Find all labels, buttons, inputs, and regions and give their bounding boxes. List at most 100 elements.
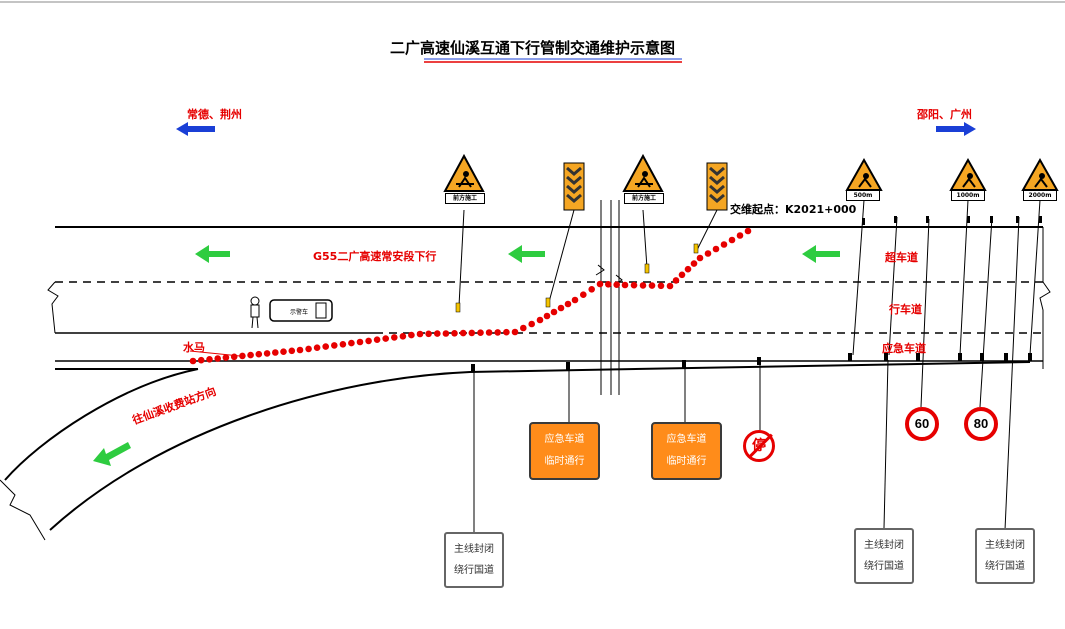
traffic-cone [630, 281, 638, 289]
post-marker [967, 216, 970, 223]
traffic-cone [442, 330, 450, 337]
warning-light [644, 263, 650, 274]
sign-line: 应急车道 [544, 434, 585, 445]
traffic-arrows [93, 245, 840, 466]
traffic-cone [485, 329, 493, 336]
mainline-closure-sign: 主线封闭 绕行国道 [975, 528, 1035, 584]
post-marker [990, 216, 993, 223]
traffic-cone [543, 312, 551, 320]
traffic-cone [222, 354, 230, 361]
left-arrow-icon [195, 245, 230, 263]
no-stopping-sign: 停 [743, 430, 775, 462]
post-marker [1039, 216, 1042, 223]
water-barrier-label: 水马 [183, 341, 205, 354]
speed-limit-sign: 80 [964, 407, 998, 441]
chevron-boards [563, 162, 728, 211]
traffic-cones [189, 227, 752, 365]
traffic-cone [596, 280, 604, 288]
warning-light [545, 297, 551, 308]
direction-left-label: 常德、荆州 [187, 108, 242, 121]
traffic-cone [272, 349, 279, 356]
flagger-person-icon [250, 296, 260, 329]
traffic-cone [365, 337, 372, 345]
traffic-cone [605, 281, 612, 288]
traffic-cone [704, 250, 712, 257]
traffic-cone [348, 339, 355, 347]
pole [920, 218, 930, 408]
worker-figure-icon [642, 171, 648, 177]
emergency-lane-label: 应急车道 [882, 342, 926, 355]
traffic-cone [621, 281, 629, 289]
shovel-icon [962, 177, 976, 188]
shovel-icon [635, 176, 653, 188]
traffic-cone [477, 329, 484, 337]
emergency-lane-temporary-sign: 应急车道 临时通行 [529, 422, 600, 480]
sign-line: 临时通行 [666, 456, 707, 467]
traffic-cone [391, 334, 398, 341]
mainline-closure-sign: 主线封闭 绕行国道 [444, 532, 504, 588]
traffic-cone [696, 254, 704, 262]
car-label: 示警车 [290, 308, 308, 316]
distance-sign: 2000m [1023, 190, 1057, 201]
traffic-cone [511, 328, 519, 336]
traffic-cone [214, 355, 221, 362]
left-arrow-icon [508, 245, 545, 263]
sign-line: 主线封闭 [864, 540, 904, 551]
chevron-down-icon [566, 166, 582, 203]
warning-car: 示警车 [269, 299, 333, 322]
traffic-cone [536, 316, 544, 324]
worker-figure-icon [863, 173, 869, 179]
speed-limit-sign: 60 [905, 407, 939, 441]
direction-right-label: 邵阳、广州 [917, 108, 972, 121]
right-arrow-icon [936, 122, 976, 136]
pole [888, 216, 898, 356]
traffic-cone [255, 350, 263, 358]
traffic-cone [728, 236, 736, 244]
left-break-mark [47, 281, 59, 334]
traffic-cone [339, 341, 347, 348]
work-sign-label: 前方施工 [624, 193, 664, 204]
sign-line: 主线封闭 [454, 544, 494, 555]
traffic-cone [296, 346, 304, 354]
traffic-cone [613, 281, 620, 289]
worker-figure-icon [967, 173, 973, 179]
post-marker [862, 218, 865, 225]
warning-light [455, 302, 461, 313]
traffic-cone [666, 282, 674, 290]
person-leg [256, 316, 259, 329]
traffic-cone [408, 331, 415, 339]
page-title: 二广高速仙溪互通下行管制交通维护示意图 [389, 39, 675, 57]
traffic-cone [557, 304, 565, 312]
post-marker [894, 216, 897, 223]
traffic-cone [588, 286, 595, 293]
gap-zigzag-1 [595, 264, 605, 276]
post-marker [682, 360, 686, 368]
traffic-cone [356, 338, 364, 346]
traffic-cone [451, 330, 458, 337]
traffic-cone [459, 329, 467, 337]
distance-sign: 1000m [951, 190, 985, 201]
traffic-cone [468, 329, 476, 337]
traffic-cone [239, 352, 246, 360]
worker-figure-icon [463, 171, 469, 177]
car-window [315, 302, 327, 319]
post-marker [980, 353, 984, 361]
traffic-cone [684, 265, 692, 273]
traffic-cone [672, 277, 680, 284]
traffic-cone [690, 260, 698, 267]
post-marker [916, 353, 920, 361]
traffic-cone [639, 282, 647, 289]
post-marker [566, 362, 570, 370]
sign-line: 绕行国道 [864, 561, 904, 572]
pole [852, 199, 865, 356]
shovel-icon [858, 177, 872, 188]
driving-lane-label: 行车道 [889, 303, 922, 316]
right-break-mark [1039, 227, 1051, 369]
ramp-upper-edge [4, 368, 199, 481]
traffic-cone [425, 330, 432, 338]
pole [696, 209, 718, 251]
chevron-down-icon [709, 166, 725, 203]
distance-sign: 500m [846, 190, 880, 201]
warning-lights [455, 243, 699, 313]
